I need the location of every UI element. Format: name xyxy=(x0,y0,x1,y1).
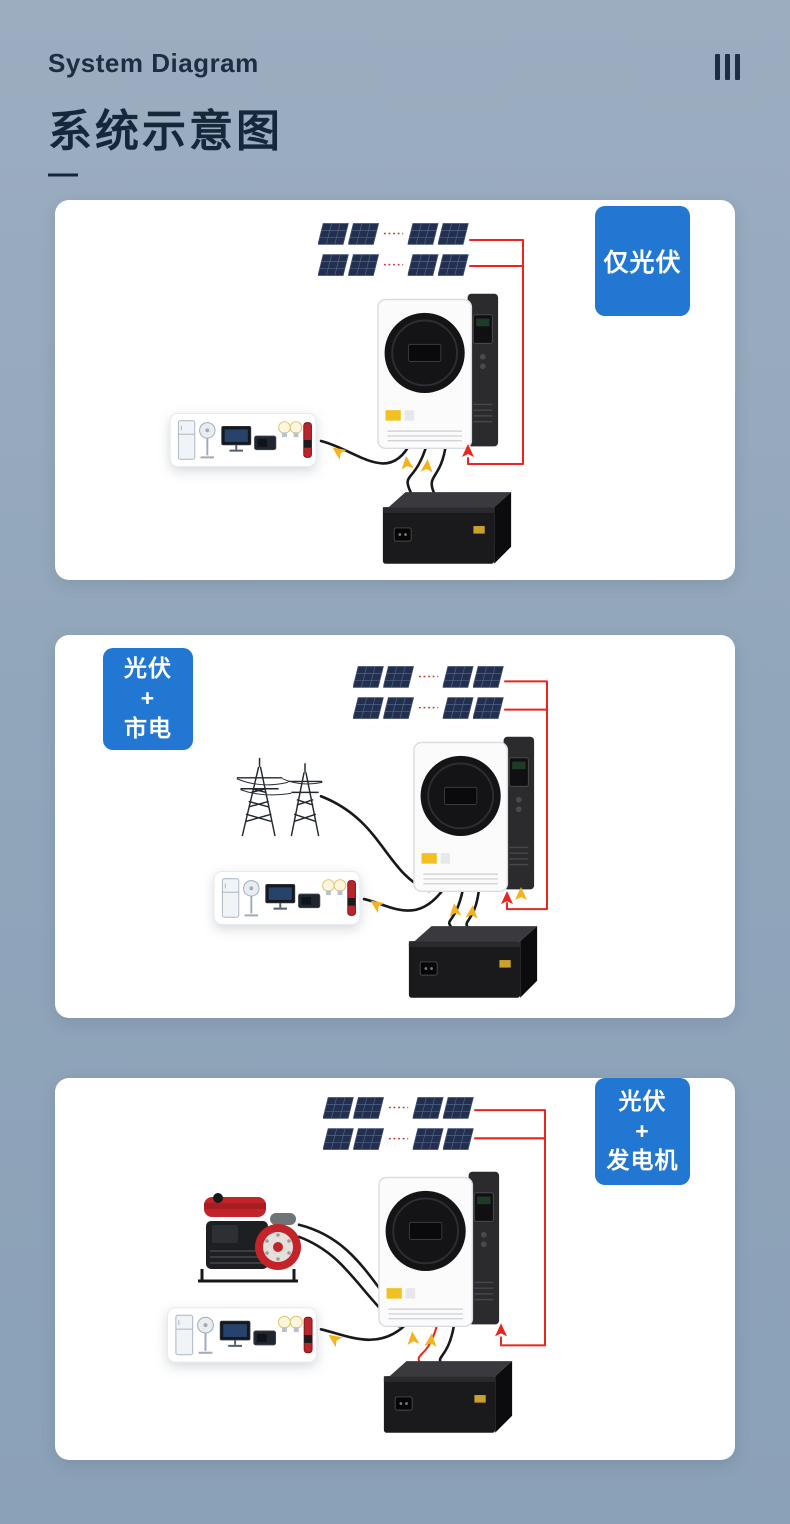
badge-pv-only: 仅光伏 xyxy=(595,206,690,316)
title-dash: — xyxy=(48,157,78,190)
system-card-pv-plus-generator: 光伏 + 发电机 xyxy=(55,1078,735,1460)
bar xyxy=(715,54,720,80)
section-title-en: System Diagram xyxy=(48,48,259,78)
badge-pv-plus-grid: 光伏 + 市电 xyxy=(103,648,193,750)
section-title-zh: 系统示意图 xyxy=(48,107,283,156)
arrows-overlay xyxy=(328,1323,507,1348)
system-card-pv-only: 仅光伏 xyxy=(55,200,735,580)
badge-line: + xyxy=(635,1117,650,1144)
system-card-pv-plus-grid: 光伏 + 市电 xyxy=(55,635,735,1018)
three-bars-icon xyxy=(715,54,740,80)
bar xyxy=(735,54,740,80)
bar xyxy=(725,54,730,80)
badge-line: + xyxy=(140,685,156,712)
badge-line: 光伏 xyxy=(124,655,172,682)
badge-line: 仅光伏 xyxy=(603,249,682,277)
arrows-overlay xyxy=(332,444,474,473)
badge-pv-plus-generator: 光伏 + 发电机 xyxy=(595,1078,690,1185)
badge-line: 发电机 xyxy=(606,1147,679,1174)
arrows-overlay xyxy=(370,886,527,919)
badge-line: 市电 xyxy=(124,714,172,741)
section-header: System Diagram 系统示意图 — xyxy=(48,48,283,190)
wiring-overlay xyxy=(319,239,524,495)
badge-line: 光伏 xyxy=(618,1087,667,1114)
